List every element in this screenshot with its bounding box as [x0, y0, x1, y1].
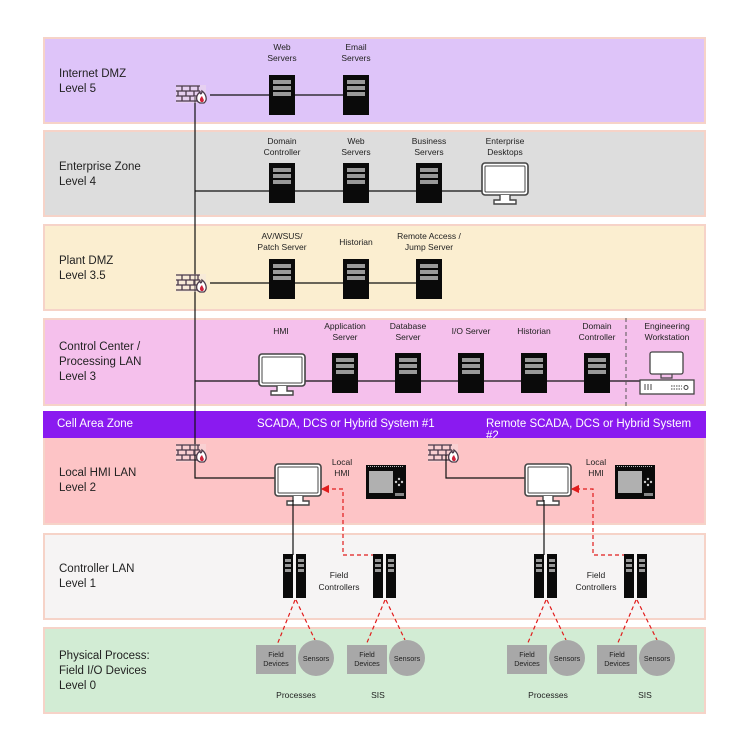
layer-internet-dmz: Internet DMZ Level 5 [43, 37, 706, 124]
label-hmi-l3: HMI [273, 326, 289, 336]
desktop-monitor-icon [481, 162, 529, 205]
label-sensors: Sensors [394, 654, 421, 663]
field-devices-box [507, 645, 547, 674]
field-devices-box [597, 645, 637, 674]
label-sensors: Sensors [644, 654, 671, 663]
server-icon [458, 353, 484, 393]
dashed-link [526, 599, 547, 646]
dashed-link [276, 599, 296, 646]
dashed-link [636, 599, 658, 641]
layer-label-level0: Physical Process: Field I/O Devices Leve… [59, 650, 150, 692]
label-historian-l35: Historian [339, 237, 373, 247]
layer-label-level4: Enterprise Zone Level 4 [59, 161, 141, 188]
server-icon [521, 353, 547, 393]
local-hmi-panel-icon [365, 464, 407, 500]
server-icon [584, 353, 610, 393]
sensors-circle [298, 640, 334, 676]
server-icon [395, 353, 421, 393]
label-processes-sys2: Processes [528, 690, 568, 700]
server-icon [332, 353, 358, 393]
dashed-link [546, 599, 567, 641]
hmi-monitor-icon [258, 353, 306, 396]
server-icon [416, 259, 442, 299]
layer-label-level2: Local HMI LAN Level 2 [59, 467, 137, 494]
label-sensors: Sensors [303, 654, 330, 663]
firewall-icon [427, 443, 459, 463]
label-io-server: I/O Server [452, 326, 491, 336]
engineering-workstation-icon [639, 351, 695, 395]
firewall-icon [175, 443, 207, 463]
layer-label-level35: Plant DMZ Level 3.5 [59, 255, 114, 282]
layer-label-level3: Control Center / Processing LAN Level 3 [59, 341, 142, 383]
sis-hmi-dashed-link-sys1 [320, 484, 382, 556]
label-sensors: Sensors [554, 654, 581, 663]
server-icon [343, 163, 369, 203]
label-av-wsus-patch-server: AV/WSUS/Patch Server [257, 231, 306, 252]
server-icon [416, 163, 442, 203]
hmi-monitor-icon [274, 463, 322, 506]
field-controller-icon [534, 554, 557, 598]
label-remote-access-jump-server: Remote Access /Jump Server [397, 231, 461, 252]
l2-system1-link [194, 455, 276, 479]
cell-area-zone-banner: Cell Area Zone SCADA, DCS or Hybrid Syst… [43, 411, 706, 442]
layer-label-level1: Controller LAN Level 1 [59, 563, 135, 590]
label-sis-sys1: SIS [371, 690, 385, 700]
banner-zone-label: Cell Area Zone [57, 418, 134, 430]
layer-label-level5: Internet DMZ Level 5 [59, 68, 127, 95]
label-sis-sys2: SIS [638, 690, 652, 700]
firewall-icon [175, 273, 207, 293]
sis-hmi-dashed-link-sys2 [570, 484, 633, 556]
label-historian-l3: Historian [517, 326, 551, 336]
field-controller-icon [624, 554, 647, 598]
sensors-circle [549, 640, 585, 676]
firewall-icon [175, 84, 207, 104]
controller-field-links [276, 599, 658, 646]
field-devices-box [256, 645, 296, 674]
layer-enterprise-zone: Enterprise Zone Level 4 [43, 130, 706, 217]
server-icon [343, 259, 369, 299]
field-controller-icon [373, 554, 396, 598]
l2-system2-link [445, 455, 526, 479]
server-icon [343, 75, 369, 115]
field-devices-box [347, 645, 387, 674]
field-controller-icon [283, 554, 306, 598]
local-hmi-panel-icon [614, 464, 656, 500]
banner-system1-label: SCADA, DCS or Hybrid System #1 [257, 418, 435, 430]
dashed-link [616, 599, 637, 646]
dashed-link [365, 599, 386, 646]
layer-controller-lan: Controller LAN Level 1 [43, 533, 706, 620]
sensors-circle [639, 640, 675, 676]
server-icon [269, 259, 295, 299]
server-icon [269, 75, 295, 115]
hmi-monitor-icon [524, 463, 572, 506]
dashed-link [385, 599, 406, 641]
layer-plant-dmz: Plant DMZ Level 3.5 [43, 224, 706, 311]
dashed-link [295, 599, 316, 641]
sensors-circle [389, 640, 425, 676]
label-processes-sys1: Processes [276, 690, 316, 700]
server-icon [269, 163, 295, 203]
